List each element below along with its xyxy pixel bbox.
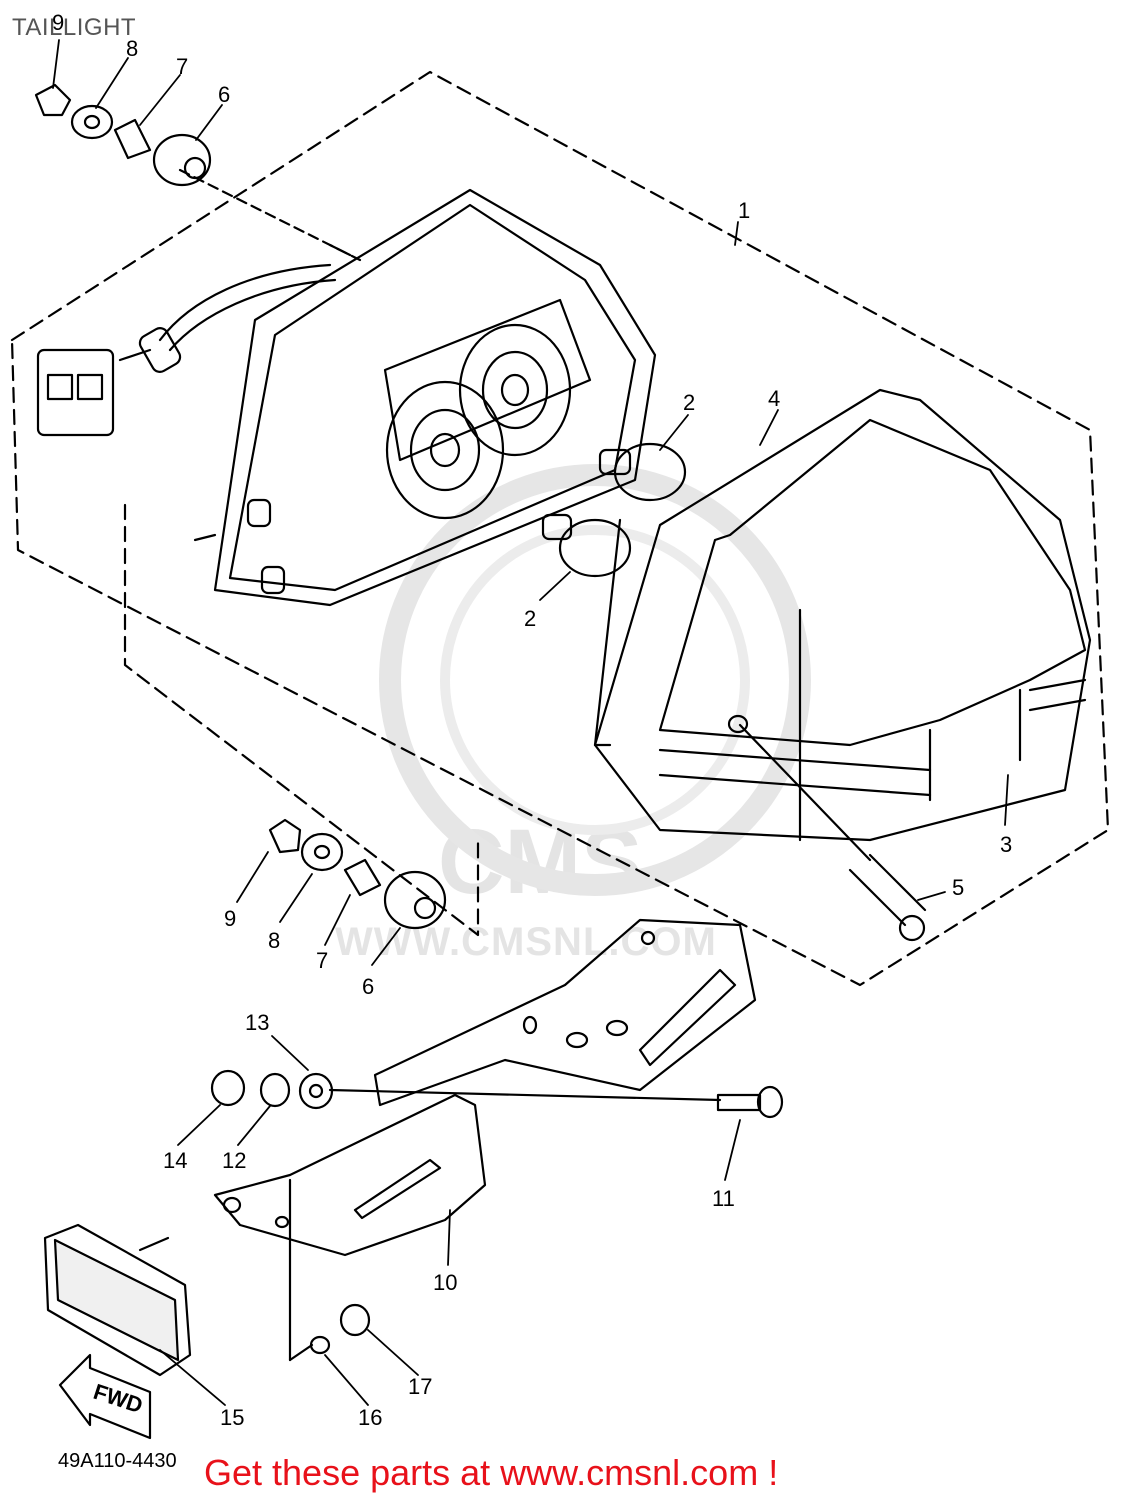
washer-8-mid bbox=[300, 832, 344, 872]
callout-2-lower: 2 bbox=[524, 606, 536, 631]
callout-16: 16 bbox=[358, 1405, 382, 1430]
callout-17: 17 bbox=[408, 1374, 432, 1399]
top-hardware-stack bbox=[34, 83, 212, 187]
mounting-guide-dashed bbox=[123, 503, 480, 937]
callout-4: 4 bbox=[768, 386, 780, 411]
bulb-lower bbox=[541, 513, 632, 578]
watermark-ring bbox=[379, 464, 811, 896]
fwd-label: FWD bbox=[90, 1379, 145, 1418]
callout-11: 11 bbox=[712, 1186, 735, 1211]
taillight-lens bbox=[593, 388, 1092, 842]
diagram-code: 49A110-4430 bbox=[58, 1450, 177, 1472]
nut-17 bbox=[339, 1303, 371, 1337]
grommet-6-top bbox=[152, 133, 212, 187]
taillight-base-housing bbox=[193, 188, 657, 607]
leader-lines bbox=[52, 39, 1009, 1406]
wiring-harness bbox=[36, 263, 337, 437]
bulb-upper bbox=[598, 442, 687, 502]
fwd-arrow-icon bbox=[58, 1353, 152, 1440]
callout-10: 10 bbox=[433, 1270, 457, 1295]
washer-12 bbox=[259, 1072, 291, 1108]
reflector-15 bbox=[43, 1223, 192, 1377]
washer-13 bbox=[298, 1072, 334, 1110]
nut-14 bbox=[210, 1069, 246, 1107]
collar-7-top bbox=[113, 118, 152, 160]
callout-numbers: 9 8 7 6 1 2 4 2 3 5 9 8 7 6 13 14 12 11 … bbox=[52, 10, 1012, 1430]
callout-7-mid: 7 bbox=[316, 948, 328, 973]
callout-15: 15 bbox=[220, 1405, 244, 1430]
callout-2-upper: 2 bbox=[683, 390, 695, 415]
nut-9-top bbox=[34, 83, 72, 117]
callout-5: 5 bbox=[952, 875, 964, 900]
connector-plug bbox=[36, 348, 115, 437]
washer-8-top bbox=[70, 104, 114, 140]
callout-9-top: 9 bbox=[52, 10, 64, 35]
collar-7-mid bbox=[343, 858, 382, 897]
diagram-title: TAILLIGHT bbox=[12, 14, 137, 41]
callout-3: 3 bbox=[1000, 832, 1012, 857]
callout-8-top: 8 bbox=[126, 36, 138, 61]
callout-7-top: 7 bbox=[176, 54, 188, 79]
assembly-boundary-dashed bbox=[10, 70, 1110, 987]
screw-5 bbox=[738, 723, 927, 942]
footer-link[interactable]: Get these parts at www.cmsnl.com ! bbox=[204, 1452, 779, 1493]
grommet-6-mid bbox=[383, 870, 447, 930]
nut-9-mid bbox=[268, 818, 302, 854]
bolt-11 bbox=[716, 1085, 784, 1119]
callout-8-mid: 8 bbox=[268, 928, 280, 953]
mid-hardware-stack bbox=[268, 818, 447, 930]
washer-16 bbox=[309, 1335, 331, 1355]
callout-12: 12 bbox=[222, 1148, 246, 1173]
watermark-ring-inner bbox=[440, 525, 750, 835]
license-bracket-upper bbox=[373, 918, 757, 1107]
callout-1: 1 bbox=[738, 198, 750, 223]
callout-9-mid: 9 bbox=[224, 906, 236, 931]
callout-6-mid: 6 bbox=[362, 974, 374, 999]
callout-6-top: 6 bbox=[218, 82, 230, 107]
guide-line-16b bbox=[288, 1343, 314, 1362]
guide-line-bolt-11 bbox=[328, 1088, 722, 1102]
callout-13: 13 bbox=[245, 1010, 269, 1035]
callout-14: 14 bbox=[163, 1148, 187, 1173]
license-bracket-lower-10 bbox=[213, 1093, 487, 1257]
